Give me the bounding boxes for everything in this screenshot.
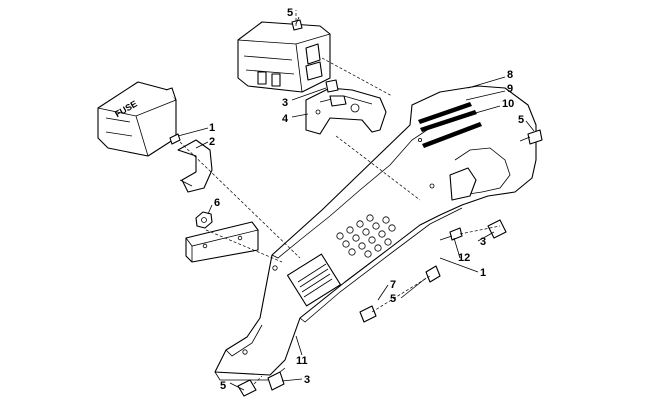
mounting-bracket (305, 87, 387, 135)
callout-8: 8 (507, 69, 513, 81)
callout-1-right: 1 (480, 267, 486, 279)
callout-1-upper: 1 (209, 122, 215, 134)
callout-labels: 5 8 9 10 5 3 4 1 2 6 3 12 1 7 5 11 5 3 (209, 7, 524, 392)
callout-3-upper: 3 (282, 97, 288, 109)
callout-5-center: 5 (390, 293, 396, 305)
callout-12: 12 (458, 252, 470, 264)
fender-assembly (214, 85, 537, 381)
fuse-bracket (177, 139, 213, 193)
label-lines (297, 263, 333, 298)
fuse-box: FUSE (97, 81, 177, 157)
callout-11: 11 (296, 355, 308, 367)
callout-3-right: 3 (480, 236, 486, 248)
control-module (237, 21, 331, 93)
callout-5-right: 5 (518, 114, 524, 126)
leader-lines (177, 16, 535, 391)
nut-6 (195, 211, 213, 229)
callout-9: 9 (507, 83, 513, 95)
callout-5-top: 5 (287, 7, 293, 19)
vent-holes (336, 214, 396, 258)
frame-rail (185, 221, 259, 263)
callout-6: 6 (214, 197, 220, 209)
callout-5-bottom: 5 (220, 380, 226, 392)
callout-10: 10 (502, 98, 514, 110)
hardware (169, 19, 543, 397)
callout-2: 2 (209, 136, 215, 148)
callout-4: 4 (282, 113, 289, 125)
callout-3-bottom: 3 (304, 374, 310, 386)
callout-7: 7 (390, 279, 396, 291)
